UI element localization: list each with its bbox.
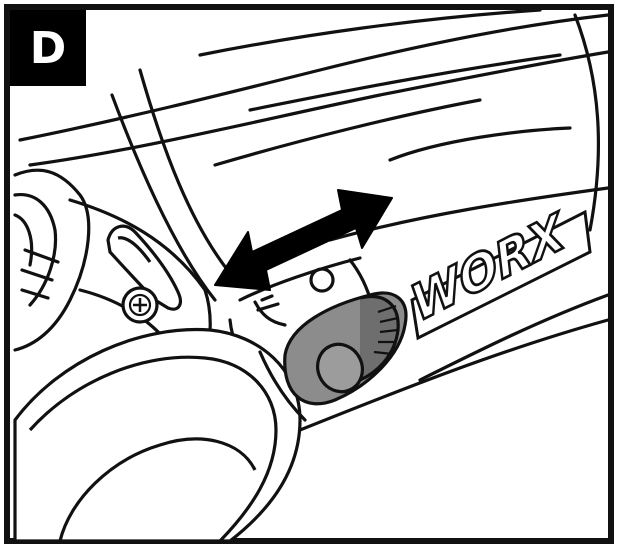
double-headed-arrow-icon	[214, 189, 393, 291]
lower-housing-edge	[258, 350, 307, 422]
phillips-screw-icon	[121, 286, 159, 324]
motor-housing	[18, 8, 610, 432]
slide-switch	[283, 291, 408, 406]
switch-housing	[228, 256, 374, 372]
spindle-lock-lever	[106, 224, 182, 311]
step-label: D	[30, 23, 67, 74]
wheel-guard	[13, 327, 302, 543]
step-badge: D	[10, 10, 86, 86]
